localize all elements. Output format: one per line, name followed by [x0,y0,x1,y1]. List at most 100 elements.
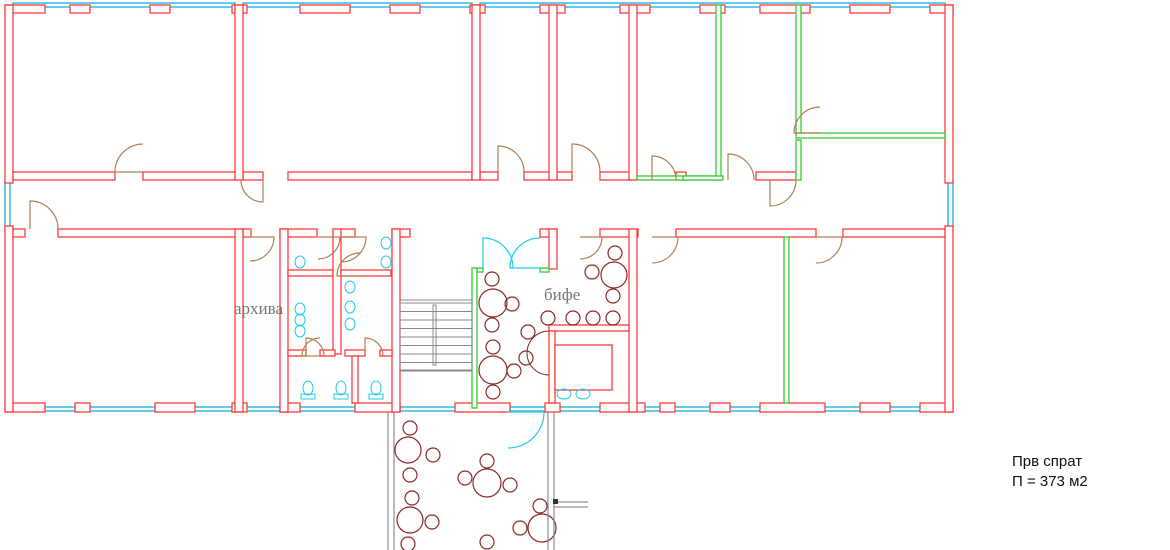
wall [57,228,244,238]
wall [4,4,14,184]
chair [402,467,418,483]
window [399,406,631,412]
doors [29,106,843,449]
wall [319,349,336,357]
sink [556,388,572,400]
washbasin [344,300,356,314]
wall [12,228,26,238]
floor-area: П = 373 м2 [1012,473,1088,490]
door-swing [509,237,541,269]
chair [605,288,621,304]
washbasin [294,324,306,338]
wall [379,349,393,357]
wall [548,4,558,181]
wall [755,171,797,181]
washbasin [344,280,356,294]
toilet [335,380,347,396]
door-swing [769,179,797,207]
washbasin [380,236,392,250]
wall [287,269,334,277]
door-swing [317,236,341,260]
wall [859,402,891,413]
stair-outline [399,299,473,371]
door-swing [29,200,59,230]
door-swing [815,236,843,264]
round-table [478,288,508,318]
wall [389,4,421,14]
wall [675,228,817,238]
partition-wall [795,139,802,181]
door-swing [507,411,545,449]
round-table [472,468,502,498]
wall [556,171,573,181]
wall [234,4,244,181]
chair [565,310,581,326]
wall [234,228,244,413]
wall [74,402,91,413]
round-table [600,261,628,289]
door-swing [482,237,514,269]
washbasin [294,313,306,327]
room-label-buffet: бифе [544,285,580,304]
wall [479,171,499,181]
chair [479,453,495,469]
partitions [471,4,946,409]
staircase [399,299,473,372]
door-swing [727,153,755,181]
wall [4,225,14,413]
chair [540,310,556,326]
chair [512,520,528,536]
partition-wall [471,267,478,409]
wall [344,349,366,357]
toilet-tank [368,393,384,400]
wall [279,228,289,413]
chair [485,384,501,400]
wall [340,269,392,277]
wall [659,402,676,413]
toilet-tank [333,393,349,400]
partition-wall [795,132,946,139]
wall [391,228,401,413]
wall [332,228,342,355]
window [12,2,236,8]
terrace [387,412,588,550]
wall [599,171,631,181]
wall [471,4,481,181]
round-table [527,513,557,543]
wall [351,355,359,404]
wall [842,228,946,238]
wall [299,4,351,14]
chair [404,490,420,506]
chair [425,447,441,463]
door-swing [364,337,384,357]
washbasin [294,302,306,316]
door-swing [114,143,144,173]
door-swing [793,106,821,134]
chair [424,514,440,530]
wall [454,402,511,413]
door-swing [497,145,525,173]
wall [242,171,264,181]
chair [585,310,601,326]
chair [532,498,548,514]
chair [506,363,522,379]
wall [544,402,561,413]
window [4,179,11,230]
wall [944,225,954,413]
chair [504,296,520,312]
wall [759,4,811,14]
door-swing [571,143,601,173]
wall [944,4,954,184]
chair [484,271,500,287]
chair [485,339,501,355]
door-swing [240,179,264,203]
washbasin [380,255,392,269]
chair [402,420,418,436]
washbasin [344,317,356,331]
wall [287,171,473,181]
chair [502,477,518,493]
washbasin [294,255,306,269]
partition-wall [715,4,722,181]
walls [4,4,954,413]
